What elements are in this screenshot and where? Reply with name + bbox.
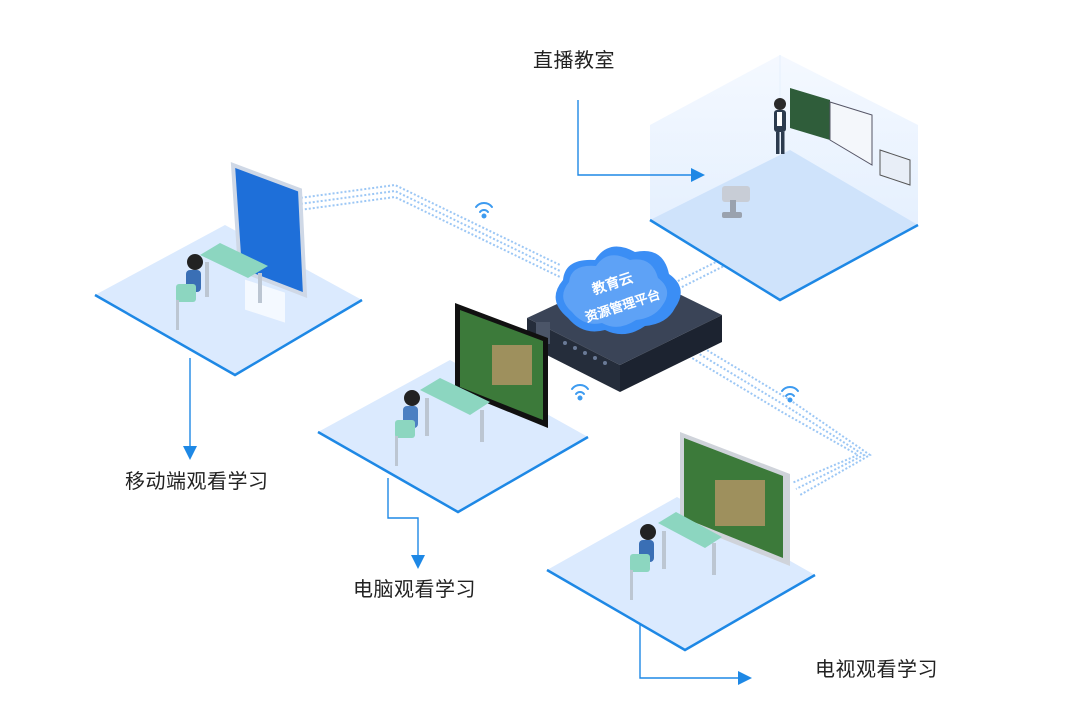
arrow-pc	[387, 478, 425, 569]
wifi-icon	[781, 386, 799, 403]
desk	[420, 378, 490, 442]
wifi-icon	[571, 384, 589, 401]
desk	[200, 243, 268, 303]
label-live-classroom: 直播教室	[533, 48, 615, 72]
pc-platform	[317, 303, 589, 514]
teacher-icon	[774, 98, 786, 154]
mobile-platform	[94, 162, 363, 377]
label-tv: 电视观看学习	[815, 657, 938, 681]
tv-platform	[546, 432, 816, 652]
camera-icon	[722, 186, 750, 218]
student-icon	[176, 254, 203, 330]
desk	[658, 512, 722, 575]
live-classroom-room	[649, 55, 919, 302]
blackboard	[790, 88, 911, 186]
student-icon	[630, 524, 656, 600]
label-pc: 电脑观看学习	[353, 577, 476, 601]
arrow-tv	[639, 625, 752, 685]
arrow-live	[577, 100, 705, 182]
wifi-icon	[475, 202, 493, 219]
arrows	[183, 100, 752, 685]
student-icon	[395, 390, 420, 466]
label-mobile: 移动端观看学习	[125, 469, 269, 493]
cloud-icon: 教育云 资源管理平台	[555, 246, 681, 335]
